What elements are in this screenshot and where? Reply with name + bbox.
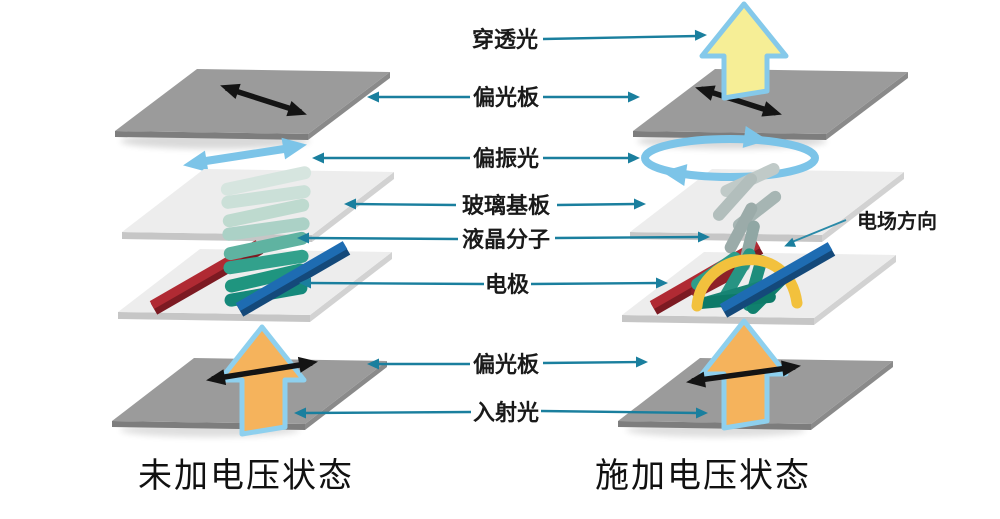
lc-molecule-rod [222, 217, 310, 241]
plate-face [633, 69, 908, 134]
lc-molecule-rod [220, 166, 312, 196]
polarization-axis-arrow [684, 357, 803, 391]
right-top-polarizer-plate [633, 69, 908, 140]
plate-face [115, 69, 390, 134]
circular-polarization-arrow [641, 126, 819, 186]
plate-edge [118, 312, 310, 322]
right-panel-voltage-applied [618, 1, 908, 431]
efield-arc-arrow [691, 254, 803, 312]
right-lower-glass-substrate [622, 252, 896, 325]
plate-edge [811, 361, 893, 430]
lc-molecule-rod [724, 202, 758, 254]
right-electrode-blue [719, 242, 836, 318]
plate-edge [310, 252, 392, 322]
plate-edge [630, 232, 822, 242]
label-polarized-light: 偏振光 [473, 146, 539, 171]
caption-voltage-applied-state: 施加电压状态 [595, 457, 811, 495]
lc-molecule-rod [221, 185, 311, 209]
label-polarizer-top: 偏光板 [473, 85, 540, 110]
label-transmitted-light: 穿透光 [472, 27, 538, 52]
polarization-axis-arrow [692, 79, 785, 123]
plate-edge [814, 255, 896, 325]
label-lc-molecule: 液晶分子 [462, 227, 550, 252]
lc-molecule-rod [712, 173, 758, 221]
left-electrode-blue [235, 241, 351, 317]
left-top-polarizer-plate [115, 69, 390, 140]
label-polarizer-bottom: 偏光板 [473, 352, 540, 377]
left-panel-no-voltage [112, 69, 394, 437]
label-electrode: 电极 [485, 272, 530, 297]
plate-edge [822, 172, 904, 242]
label-glass-substrate: 玻璃基板 [462, 193, 551, 218]
lc-molecule-rod [222, 198, 310, 228]
plate-edge [826, 72, 908, 140]
label-incident-light: 入射光 [473, 400, 539, 425]
lc-molecule-rod [223, 249, 309, 275]
transmitted-light-arrow [699, 1, 789, 101]
label-efield-direction: 电场方向 [857, 209, 937, 233]
plate-edge [622, 315, 814, 325]
lc-molecule-rod [223, 231, 309, 261]
lc-molecule-rod [224, 263, 308, 293]
polarization-axis-arrow [217, 77, 310, 123]
plate-edge [308, 72, 390, 140]
caption-no-voltage-state: 未加电压状态 [138, 457, 354, 495]
polarization-axis-arrow [204, 353, 320, 389]
polarized-light-arrow [181, 133, 309, 177]
annotation-lines [294, 29, 847, 419]
